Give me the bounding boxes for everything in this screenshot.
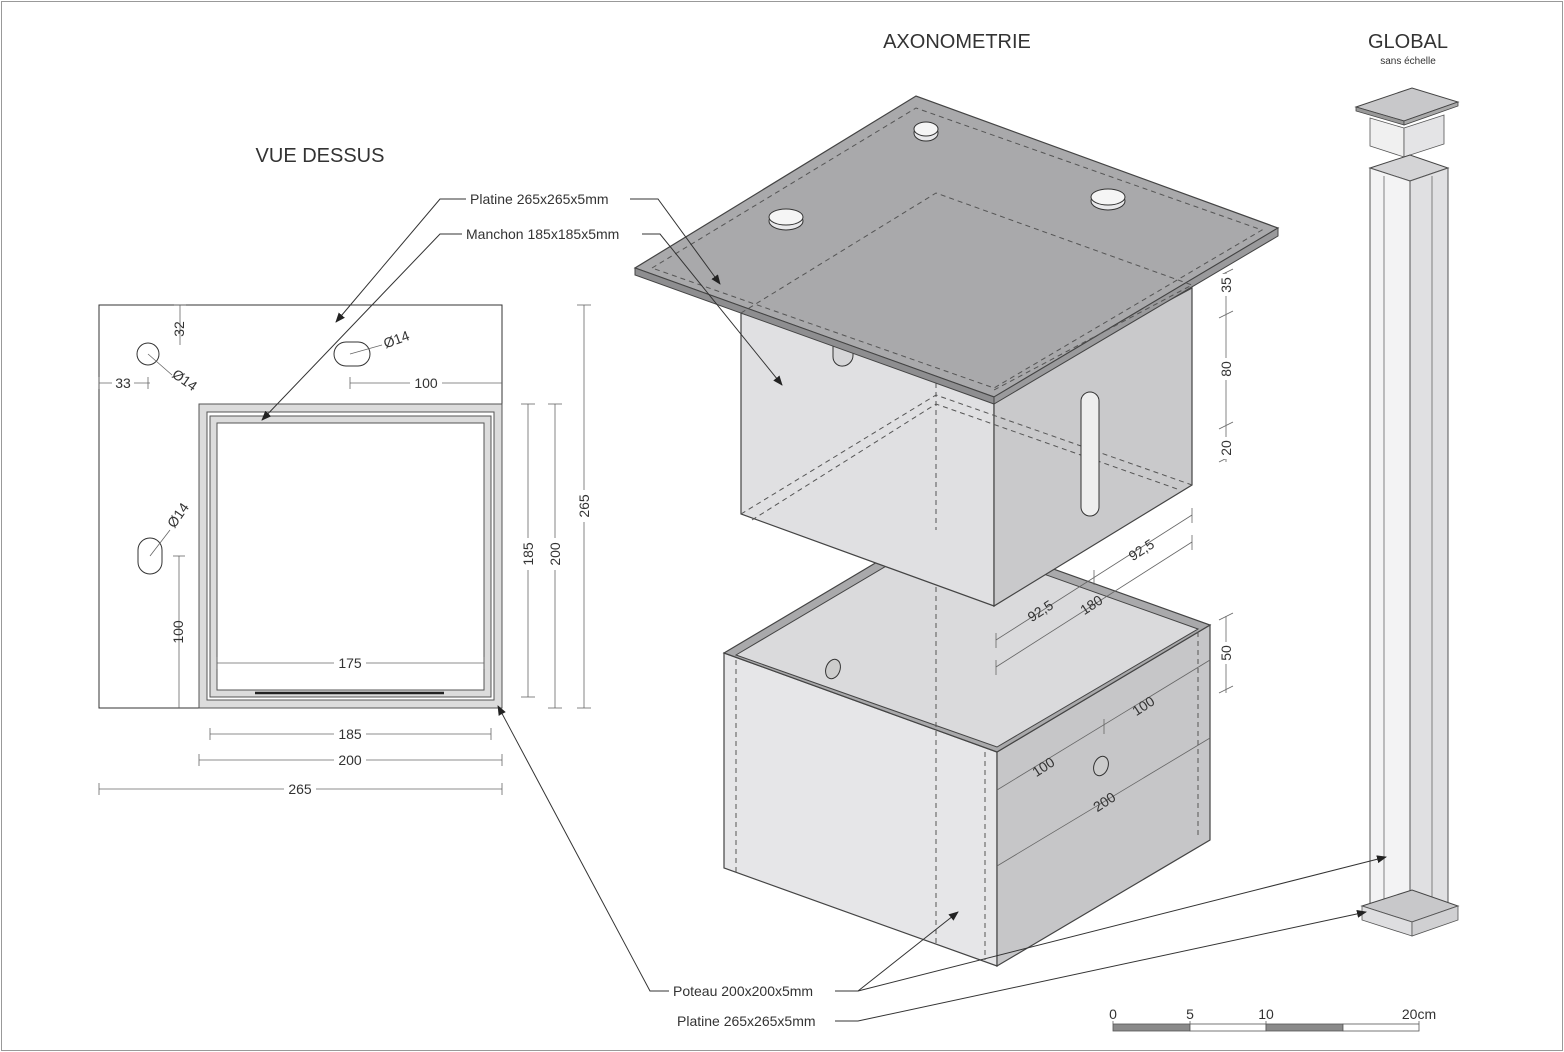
label-hole-3: Ø14 bbox=[164, 500, 192, 531]
scale-segment-4 bbox=[1342, 1023, 1420, 1032]
callouts: Platine 265x265x5mm Manchon 185x185x5mm … bbox=[261, 191, 1387, 1029]
title-global-subtitle: sans échelle bbox=[1380, 56, 1436, 67]
dim-185-v: 185 bbox=[520, 542, 536, 566]
scale-segment-1 bbox=[1112, 1023, 1191, 1032]
callout-platine-bottom: Platine 265x265x5mm bbox=[677, 1013, 816, 1029]
dim-20: 20 bbox=[1218, 440, 1234, 456]
global-view bbox=[1354, 87, 1460, 937]
dim-185-h: 185 bbox=[338, 726, 362, 742]
scale-label-20cm: 20cm bbox=[1402, 1006, 1436, 1022]
dim-35: 35 bbox=[1218, 277, 1234, 293]
dim-80: 80 bbox=[1218, 361, 1234, 377]
title-global: GLOBAL bbox=[1368, 31, 1448, 53]
title-axonometry: AXONOMETRIE bbox=[883, 31, 1031, 53]
global-post-right bbox=[1409, 167, 1449, 921]
dim-265-v: 265 bbox=[576, 494, 592, 518]
callout-manchon: Manchon 185x185x5mm bbox=[466, 226, 619, 242]
dim-200-h: 200 bbox=[338, 752, 362, 768]
dim-175: 175 bbox=[338, 655, 362, 671]
axonometry-view: 35 80 20 50 92,5 92,5 180 100 100 200 bbox=[633, 95, 1280, 968]
hole-slot-top bbox=[333, 341, 371, 367]
scale-segment-2 bbox=[1189, 1023, 1267, 1032]
scale-label-10: 10 bbox=[1258, 1006, 1274, 1022]
scale-label-5: 5 bbox=[1186, 1006, 1194, 1022]
callout-poteau: Poteau 200x200x5mm bbox=[673, 983, 813, 999]
dim-100-top: 100 bbox=[414, 375, 438, 391]
scale-label-0: 0 bbox=[1109, 1006, 1117, 1022]
top-view: 32 33 100 100 Ø14 Ø14 Ø14 175 185 bbox=[98, 304, 592, 797]
label-hole-1: Ø14 bbox=[169, 366, 200, 394]
scale-segment-3 bbox=[1265, 1023, 1344, 1032]
dim-33: 33 bbox=[115, 375, 131, 391]
callout-platine-top: Platine 265x265x5mm bbox=[470, 191, 609, 207]
dim-100-left: 100 bbox=[170, 620, 186, 644]
title-top-view: VUE DESSUS bbox=[256, 145, 385, 167]
top-plate-right-edge bbox=[993, 227, 1279, 405]
dim-265-h: 265 bbox=[288, 781, 312, 797]
global-post-left bbox=[1369, 167, 1411, 921]
dim-32: 32 bbox=[171, 321, 187, 337]
hole-slot-left bbox=[137, 537, 163, 575]
scale-bar: 0 5 10 20cm bbox=[1109, 1006, 1436, 1032]
label-hole-2: Ø14 bbox=[381, 327, 412, 351]
dim-50: 50 bbox=[1218, 645, 1234, 661]
hole-circle bbox=[136, 342, 160, 366]
dim-200-v: 200 bbox=[547, 542, 563, 566]
